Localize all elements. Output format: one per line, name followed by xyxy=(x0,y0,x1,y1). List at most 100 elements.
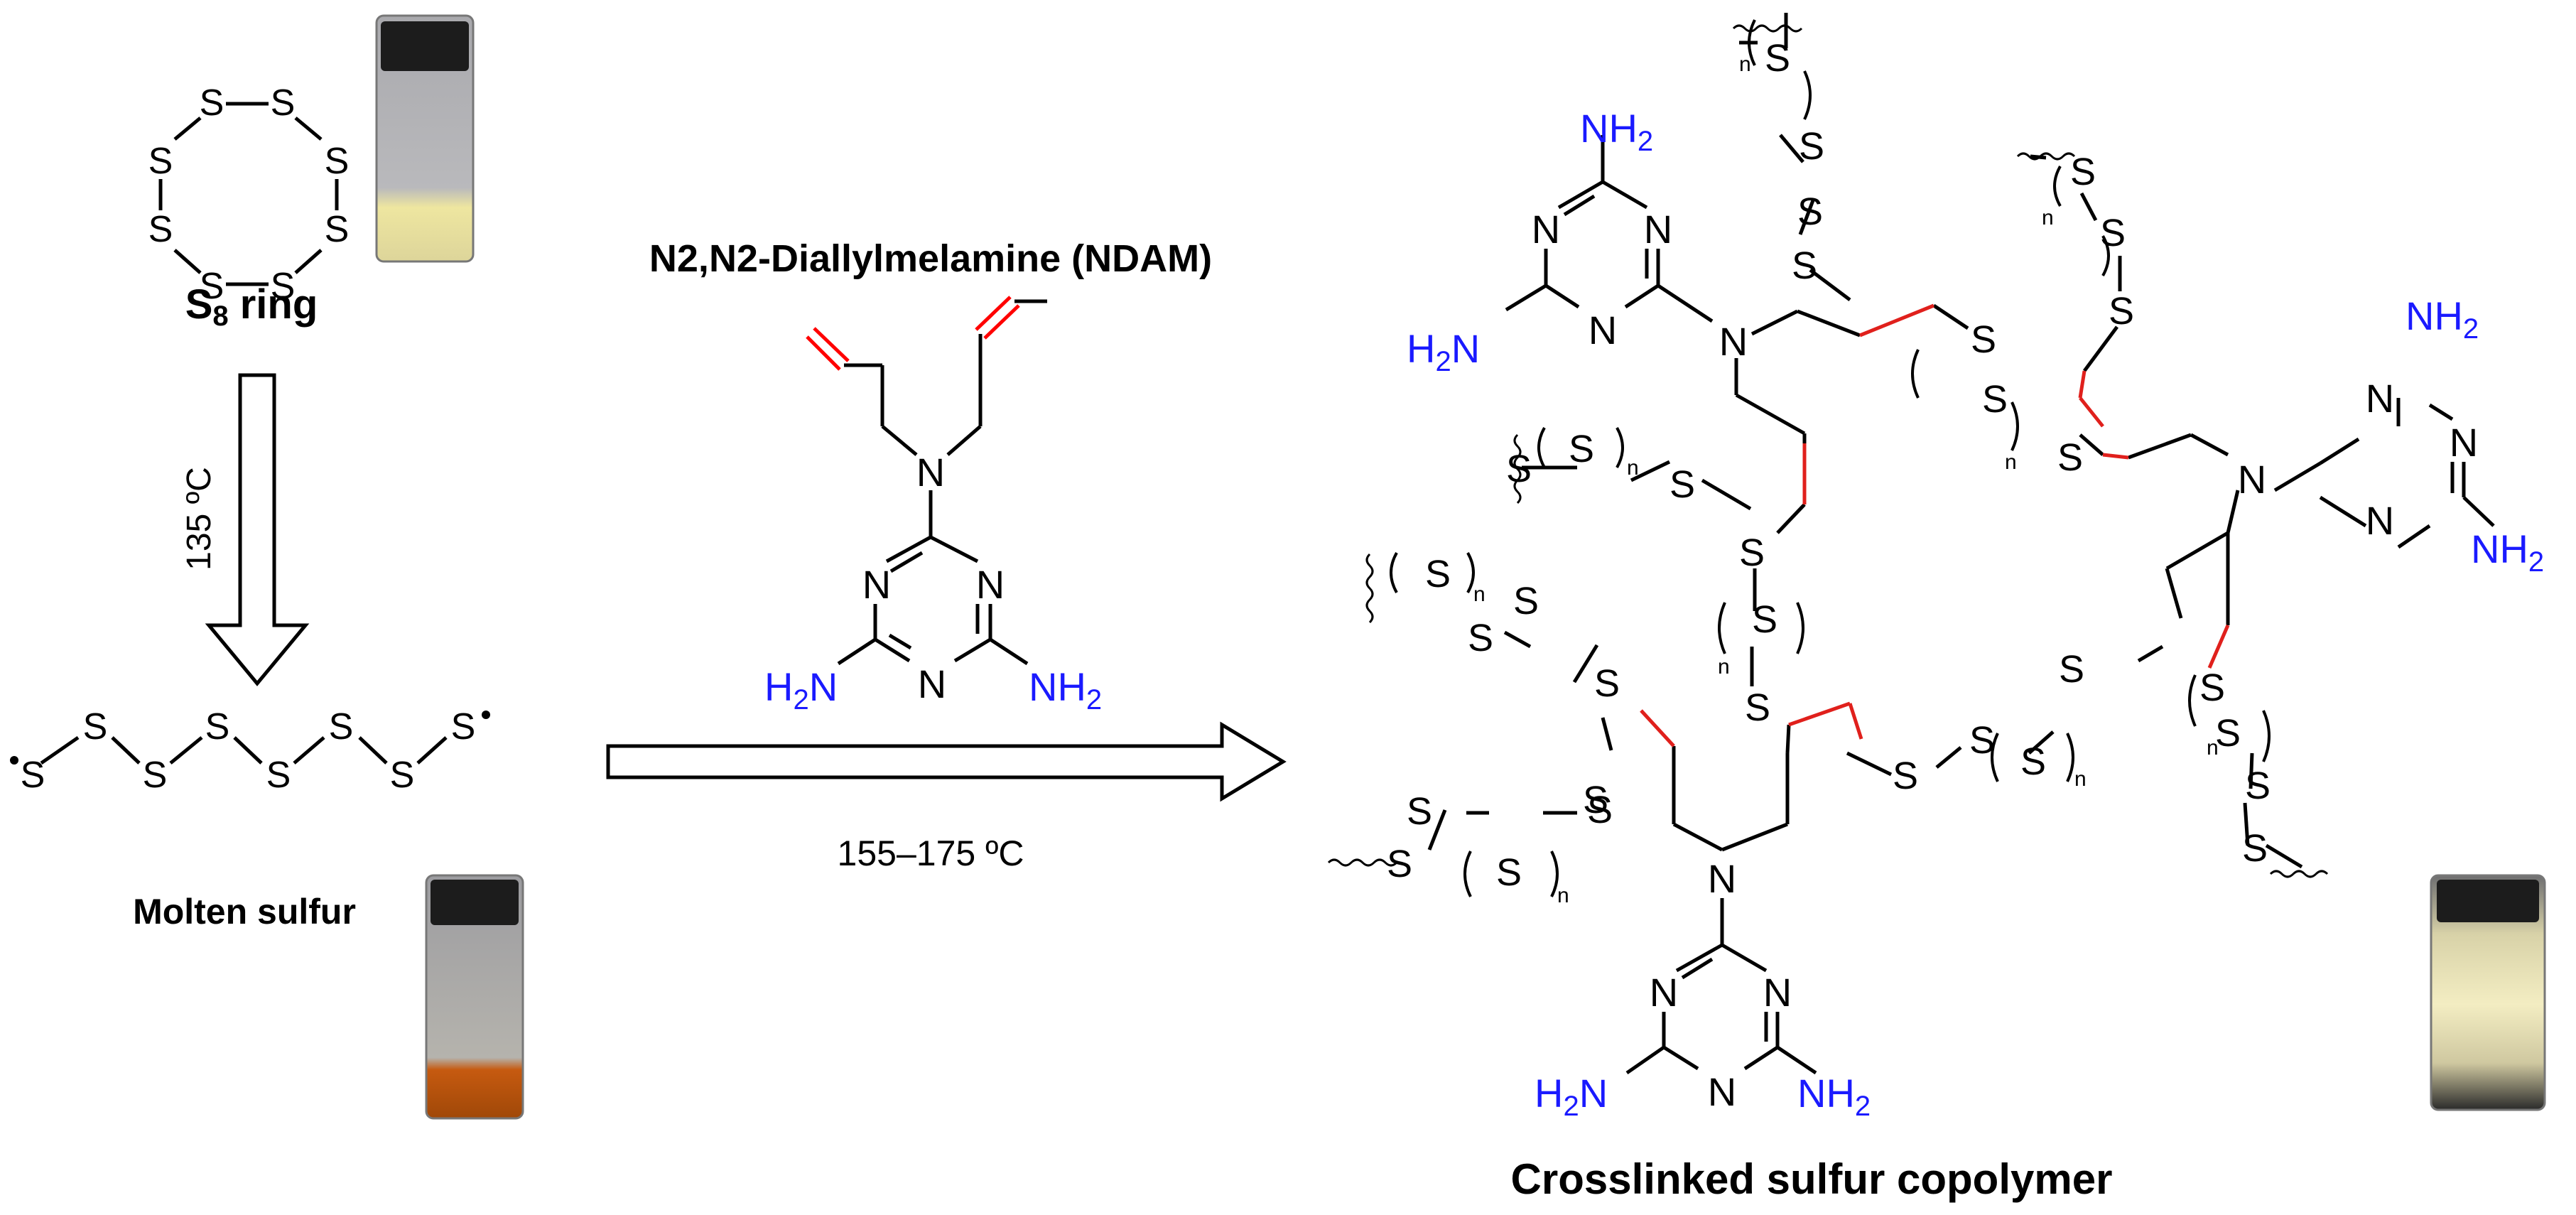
sulfur-atom: S xyxy=(2242,827,2268,870)
nitrogen-atom: N xyxy=(918,662,946,706)
sulfur-atom: S xyxy=(2245,765,2271,807)
sulfur-atom: S xyxy=(200,82,224,124)
s8-ring-label: S8 ring xyxy=(185,281,318,332)
nitrogen-atom: N xyxy=(1719,319,1748,364)
svg-text:n: n xyxy=(1739,53,1751,76)
nitrogen-atom: N xyxy=(1708,1069,1736,1114)
sulfur-atom: S xyxy=(1969,719,1995,762)
svg-text:n: n xyxy=(1557,884,1569,907)
ndam-label: N2,N2-Diallylmelamine (NDAM) xyxy=(649,237,1212,280)
amine-group: NH2 xyxy=(1029,664,1102,716)
sulfur-atom: S xyxy=(2100,212,2126,254)
sulfur-atom: S xyxy=(1425,553,1451,595)
sulfur-atom: S xyxy=(1893,755,1918,797)
nitrogen-atom: N xyxy=(2366,376,2394,421)
sulfur-atom: S xyxy=(1739,531,1765,574)
sulfur-atom: S xyxy=(2070,151,2096,193)
amine-group: H2N xyxy=(1535,1071,1608,1122)
sulfur-atom: S xyxy=(148,141,173,182)
product-label: Crosslinked sulfur copolymer xyxy=(1511,1155,2113,1203)
sulfur-atom: S xyxy=(1468,617,1493,659)
amine-group: H2N xyxy=(1407,326,1480,377)
sulfur-atom: S xyxy=(1752,598,1777,641)
sulfur-atom: S xyxy=(266,755,291,796)
sulfur-atom: S xyxy=(1669,463,1695,506)
sulfur-atom: S xyxy=(1506,448,1532,490)
radical-dot xyxy=(10,756,18,765)
sulfur-atom: S xyxy=(1765,37,1790,80)
sulfur-atom: S xyxy=(1569,428,1594,470)
svg-text:n: n xyxy=(1627,456,1639,480)
nitrogen-atom: N xyxy=(2450,420,2478,465)
svg-text:n: n xyxy=(2005,450,2017,474)
polymerization-arrow xyxy=(606,721,1287,802)
sulfur-atom: S xyxy=(1594,662,1620,705)
sulfur-atom: S xyxy=(390,755,415,796)
sulfur-atom: S xyxy=(1797,190,1823,233)
new-cc-bonds xyxy=(1640,303,2230,747)
sulfur-atom: S xyxy=(451,706,476,747)
molten-sulfur-label: Molten sulfur xyxy=(133,892,356,932)
step1-temperature-label: 135 ºC xyxy=(180,467,218,571)
nitrogen-atom: N xyxy=(1644,207,1672,252)
allyl-groups xyxy=(806,296,1020,371)
copolymer-sulfur-atoms: S S S S S S S S S S S S S S S S S S S S … xyxy=(1387,37,2271,894)
sulfur-atom: S xyxy=(271,266,296,307)
molten-sulfur-chain: S S S S S S S S xyxy=(10,706,490,796)
nitrogen-atom: N xyxy=(1708,856,1736,901)
repeat-index-n: n n n n n n n n n xyxy=(1473,53,2219,907)
nitrogen-atom: N xyxy=(1532,207,1560,252)
sulfur-atom: S xyxy=(2057,436,2083,479)
sulfur-atom: S xyxy=(21,755,45,796)
nitrogen-atom: N xyxy=(2366,498,2394,543)
copolymer-structure: S S S S S S S S S S S S S S S S S S S S … xyxy=(1327,13,2544,1122)
amine-group: NH2 xyxy=(2405,293,2479,345)
sulfur-atom: S xyxy=(148,209,173,250)
molten-sulfur-vial-photo xyxy=(425,874,524,1120)
sulfur-atom: S xyxy=(1792,244,1817,287)
nitrogen-atom: N xyxy=(1589,308,1617,352)
nitrogen-atom: N xyxy=(2238,457,2266,502)
sulfur-atom: S xyxy=(205,706,230,747)
sulfur-atom: S xyxy=(1387,843,1412,885)
sulfur-atom: S xyxy=(200,266,224,307)
s8-ring-atoms: S S S S S S S S xyxy=(148,82,350,307)
sulfur-atom: S xyxy=(325,141,350,182)
sulfur-atom: S xyxy=(2020,740,2046,783)
sulfur-atom: S xyxy=(325,209,350,250)
sulfur-atom: S xyxy=(2215,712,2241,755)
amine-group: NH2 xyxy=(1580,106,1653,157)
nitrogen-atom: N xyxy=(1650,970,1678,1015)
nitrogen-atom: N xyxy=(862,562,891,607)
copolymer-amine-groups: NH2 H2N NH2 NH2 H2N NH2 xyxy=(1407,106,2544,1122)
ring-opening-arrow xyxy=(205,373,310,686)
sulfur-atom: S xyxy=(1407,790,1432,833)
sulfur-atom: S xyxy=(143,755,168,796)
s8-vial-photo xyxy=(375,14,475,263)
s8-ring-structure xyxy=(158,102,339,286)
sulfur-atom: S xyxy=(2059,648,2084,691)
nitrogen-atom: N xyxy=(916,450,945,495)
sulfur-atom: S xyxy=(1745,686,1770,729)
sulfur-atom: S xyxy=(2109,290,2134,333)
sulfur-atom: S xyxy=(1587,789,1613,831)
svg-text:n: n xyxy=(2207,736,2219,760)
sulfur-atom: S xyxy=(1971,318,1996,361)
amine-group: NH2 xyxy=(1797,1071,1871,1122)
repeat-brackets xyxy=(1390,19,2271,897)
copolymer-nitrogen-atoms: N N N N N N N N N N N N xyxy=(1532,207,2478,1114)
svg-text:n: n xyxy=(1473,583,1485,606)
ndam-structure: N N N N H2N NH2 xyxy=(764,296,1102,716)
sulfur-atom: S xyxy=(329,706,354,747)
svg-text:n: n xyxy=(2074,767,2087,791)
amine-group: NH2 xyxy=(2471,526,2544,578)
amine-group: H2N xyxy=(764,664,838,716)
sulfur-atom: S xyxy=(1982,378,2008,421)
sulfur-atom: S xyxy=(83,706,108,747)
sulfur-atom: S xyxy=(1799,125,1824,168)
radical-dot xyxy=(482,711,490,719)
nitrogen-atom: N xyxy=(1763,970,1792,1015)
sulfur-atom: S xyxy=(271,82,296,124)
svg-text:n: n xyxy=(2042,206,2054,230)
